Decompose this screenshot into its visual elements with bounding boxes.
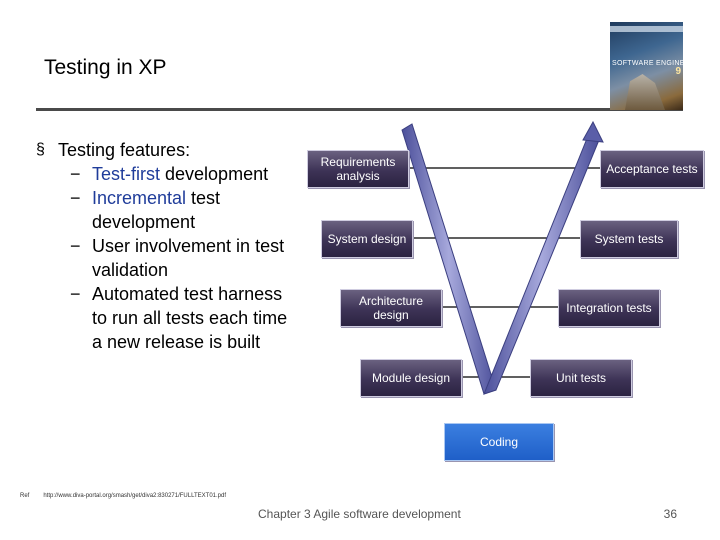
page-number: 36 <box>663 507 677 521</box>
v-right-arm <box>483 135 600 395</box>
sub-bullet-incremental: Incremental test development <box>70 186 298 234</box>
up-arrow-head-icon <box>582 120 604 143</box>
sub-bullet-list: Test-first development Incremental test … <box>36 162 298 354</box>
cover-band <box>610 26 683 32</box>
box-module-design: Module design <box>360 359 462 397</box>
title-divider <box>36 108 683 111</box>
box-system-tests: System tests <box>580 220 678 258</box>
box-coding: Coding <box>444 423 554 461</box>
sub-bullet-automated-harness: Automated test harness to run all tests … <box>70 282 298 354</box>
sub-bullet-test-first: Test-first development <box>70 162 298 186</box>
book-cover-image: SOFTWARE ENGINEERING 9 <box>610 22 683 110</box>
box-acceptance-tests: Acceptance tests <box>600 150 704 188</box>
box-architecture-design: Architecture design <box>340 289 442 327</box>
sub-bullet-text: development <box>160 164 269 184</box>
bullet-text: Testing features: <box>58 140 191 160</box>
box-system-design: System design <box>321 220 413 258</box>
bullet-testing-features: Testing features: <box>36 138 298 162</box>
reference-note: Ref http://www.diva-portal.org/smash/get/… <box>20 493 226 499</box>
box-requirements-analysis: Requirements analysis <box>307 150 409 188</box>
bullet-list: Testing features: Test-first development… <box>36 138 298 354</box>
ref-label: Ref <box>20 493 30 499</box>
sub-bullet-text: test development <box>92 188 221 232</box>
box-integration-tests: Integration tests <box>558 289 660 327</box>
footer-chapter: Chapter 3 Agile software development <box>258 507 461 521</box>
ref-url: http://www.diva-portal.org/smash/get/div… <box>43 493 226 499</box>
cover-edition: 9 <box>675 66 681 77</box>
slide-title: Testing in XP <box>44 56 167 79</box>
cover-title: SOFTWARE ENGINEERING <box>612 60 683 67</box>
highlight-incremental: Incremental <box>92 188 187 208</box>
box-unit-tests: Unit tests <box>530 359 632 397</box>
v-left-arm <box>401 123 497 395</box>
sub-bullet-user-involvement: User involvement in test validation <box>70 234 298 282</box>
highlight-test-first: Test-first <box>92 164 161 184</box>
